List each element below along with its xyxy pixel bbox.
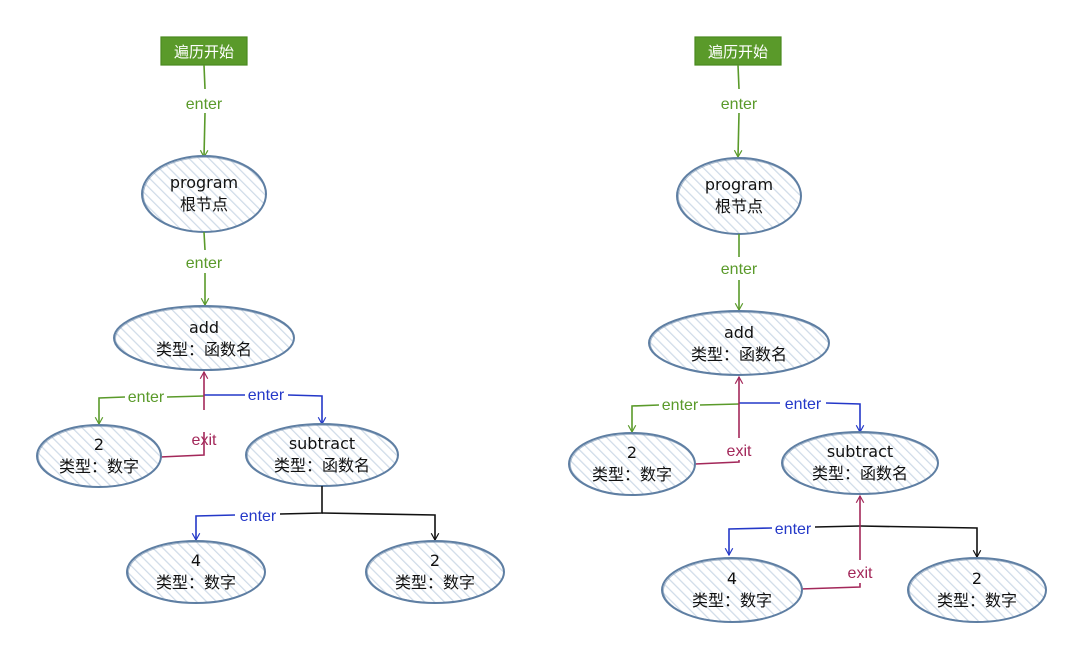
right-num4-line1: 4 — [727, 569, 737, 588]
left-start-label: 遍历开始 — [174, 43, 234, 61]
right-edge-num4-exit-label: exit — [848, 565, 873, 582]
right-subtract-line1: subtract — [827, 442, 893, 461]
right-subtract-node: subtract 类型：函数名 — [781, 431, 939, 495]
left-edge-add-subtract: enter — [204, 387, 327, 426]
right-num2-node: 2 类型：数字 — [568, 432, 696, 496]
left-start-box: 遍历开始 — [160, 36, 248, 66]
right-num2b-line1: 2 — [972, 569, 982, 588]
left-add-node: add 类型：函数名 — [113, 305, 295, 371]
left-num4-node: 4 类型：数字 — [126, 540, 266, 604]
left-edge-subtract-num4: enter — [191, 486, 323, 542]
right-num4-node: 4 类型：数字 — [661, 557, 803, 623]
left-program-node: program 根节点 — [141, 155, 267, 233]
right-edge-subtract-num4-label: enter — [775, 521, 812, 538]
right-edge-subtract-num2b — [859, 525, 982, 559]
right-add-line1: add — [724, 323, 754, 342]
left-program-line2: 根节点 — [180, 195, 228, 214]
left-add-line2: 类型：函数名 — [156, 340, 252, 359]
right-num2-line2: 类型：数字 — [592, 465, 672, 484]
right-start-box: 遍历开始 — [694, 36, 782, 66]
right-num2-line1: 2 — [627, 443, 637, 462]
right-edge-add-subtract: enter — [739, 396, 865, 434]
right-edge-start-program: enter — [721, 64, 758, 159]
left-edge-subtract-num2b — [321, 512, 440, 542]
left-edge-num2-exit: exit — [159, 370, 217, 458]
left-edge-start-program-label: enter — [186, 96, 223, 113]
left-subtract-line1: subtract — [289, 434, 355, 453]
left-subtract-node: subtract 类型：函数名 — [245, 423, 399, 487]
left-num4-line2: 类型：数字 — [156, 573, 236, 592]
left-edge-num2-exit-label: exit — [192, 432, 217, 449]
left-edge-add-subtract-label: enter — [248, 387, 285, 404]
right-edge-add-num2: enter — [627, 397, 740, 434]
right-num2b-line2: 类型：数字 — [937, 591, 1017, 610]
left-subtract-line2: 类型：函数名 — [274, 456, 370, 475]
right-edge-num2-exit-label: exit — [727, 443, 752, 460]
left-num2-line2: 类型：数字 — [59, 457, 139, 476]
left-edge-program-add-label: enter — [186, 255, 223, 272]
right-program-line2: 根节点 — [715, 197, 763, 216]
left-edge-start-program: enter — [186, 64, 223, 159]
right-program-node: program 根节点 — [676, 157, 802, 235]
left-num2b-line2: 类型：数字 — [395, 573, 475, 592]
right-edge-add-num2-label: enter — [662, 397, 699, 414]
right-edge-subtract-num4: enter — [724, 521, 861, 557]
left-num2-line1: 2 — [94, 435, 104, 454]
right-edge-program-add-label: enter — [721, 261, 758, 278]
left-edge-add-num2: enter — [94, 389, 205, 426]
right-start-label: 遍历开始 — [708, 43, 768, 61]
right-add-line2: 类型：函数名 — [691, 345, 787, 364]
left-num2b-node: 2 类型：数字 — [365, 540, 505, 604]
left-program-line1: program — [170, 173, 238, 192]
right-edge-program-add: enter — [721, 234, 758, 312]
left-num2b-line1: 2 — [430, 551, 440, 570]
left-add-line1: add — [189, 318, 219, 337]
right-num4-line2: 类型：数字 — [692, 591, 772, 610]
right-edge-start-program-label: enter — [721, 96, 758, 113]
left-num2-node: 2 类型：数字 — [36, 424, 162, 488]
left-edge-add-num2-label: enter — [128, 389, 165, 406]
right-edge-num4-exit: exit — [799, 494, 873, 590]
left-edge-program-add: enter — [186, 231, 223, 307]
right-edge-num2-exit: exit — [694, 375, 752, 465]
right-subtract-line2: 类型：函数名 — [812, 464, 908, 483]
right-add-node: add 类型：函数名 — [648, 310, 830, 376]
right-edge-add-subtract-label: enter — [785, 396, 822, 413]
right-num2b-node: 2 类型：数字 — [907, 557, 1047, 623]
left-num4-line1: 4 — [191, 551, 201, 570]
left-edge-subtract-num4-label: enter — [240, 508, 277, 525]
right-diagram: 遍历开始 enter program 根节点 enter add 类型：函数名 — [568, 36, 1047, 623]
right-program-line1: program — [705, 175, 773, 194]
left-diagram: 遍历开始 enter program 根节点 enter add 类型：函数名 — [36, 36, 505, 604]
